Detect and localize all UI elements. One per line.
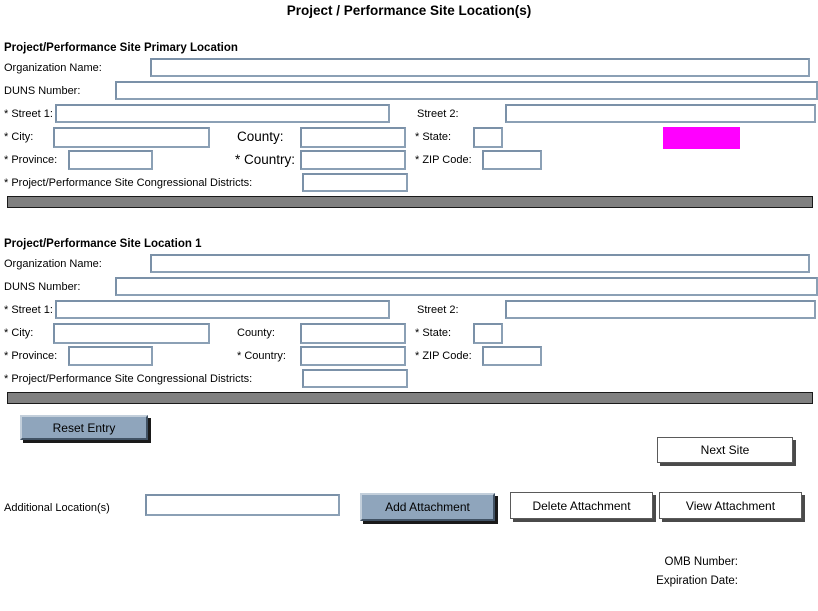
duns-number-label: DUNS Number: (4, 281, 81, 293)
county-label: County: (237, 129, 284, 144)
section-divider-bar (7, 392, 813, 404)
zip-code-input[interactable] (482, 346, 542, 366)
additional-locations-input[interactable] (145, 494, 340, 516)
country-label: * Country: (237, 350, 286, 362)
duns-number-input[interactable] (115, 277, 818, 296)
zip-code-label: * ZIP Code: (415, 154, 472, 166)
street1-label: * Street 1: (4, 304, 53, 316)
congressional-districts-input[interactable] (302, 369, 408, 388)
additional-locations-label: Additional Location(s) (4, 502, 110, 514)
county-input[interactable] (300, 323, 406, 344)
city-input[interactable] (53, 127, 210, 148)
state-label: * State: (415, 327, 452, 339)
organization-name-input[interactable] (150, 254, 810, 273)
city-input[interactable] (53, 323, 210, 344)
street2-label: Street 2: (417, 304, 459, 316)
organization-name-input[interactable] (150, 58, 810, 77)
primary-location-section: Project/Performance Site Primary Locatio… (0, 42, 818, 208)
view-attachment-button[interactable]: View Attachment (659, 492, 802, 519)
organization-name-label: Organization Name: (4, 62, 102, 74)
state-label: * State: (415, 131, 452, 143)
duns-number-input[interactable] (115, 81, 818, 100)
street1-label: * Street 1: (4, 108, 53, 120)
section-divider-bar (7, 196, 813, 208)
delete-attachment-button[interactable]: Delete Attachment (510, 492, 653, 519)
next-site-button[interactable]: Next Site (657, 437, 793, 463)
state-input[interactable] (473, 323, 503, 344)
zip-code-input[interactable] (482, 150, 542, 170)
country-label: * Country: (235, 152, 296, 167)
section-heading: Project/Performance Site Location 1 (4, 238, 202, 250)
street1-input[interactable] (55, 104, 390, 123)
city-label: * City: (4, 131, 34, 143)
county-input[interactable] (300, 127, 406, 148)
congressional-districts-input[interactable] (302, 173, 408, 192)
section-heading: Project/Performance Site Primary Locatio… (4, 42, 238, 54)
country-input[interactable] (300, 346, 406, 366)
street1-input[interactable] (55, 300, 390, 319)
street2-input[interactable] (505, 104, 816, 123)
add-attachment-button[interactable]: Add Attachment (360, 493, 495, 521)
highlight-box (663, 127, 740, 149)
congressional-districts-label: * Project/Performance Site Congressional… (4, 373, 253, 385)
congressional-districts-label: * Project/Performance Site Congressional… (4, 177, 253, 189)
duns-number-label: DUNS Number: (4, 85, 81, 97)
organization-name-label: Organization Name: (4, 258, 102, 270)
county-label: County: (237, 327, 275, 339)
reset-entry-button[interactable]: Reset Entry (20, 415, 148, 440)
page-title: Project / Performance Site Location(s) (286, 3, 532, 18)
state-input[interactable] (473, 127, 503, 148)
country-input[interactable] (300, 150, 406, 170)
province-input[interactable] (68, 150, 153, 170)
street2-input[interactable] (505, 300, 816, 319)
location-1-section: Project/Performance Site Location 1 Orga… (0, 238, 818, 404)
province-label: * Province: (4, 154, 58, 166)
zip-code-label: * ZIP Code: (415, 350, 472, 362)
omb-number-label: OMB Number: (664, 556, 739, 568)
street2-label: Street 2: (417, 108, 459, 120)
province-input[interactable] (68, 346, 153, 366)
province-label: * Province: (4, 350, 58, 362)
city-label: * City: (4, 327, 34, 339)
expiration-date-label: Expiration Date: (656, 575, 738, 587)
